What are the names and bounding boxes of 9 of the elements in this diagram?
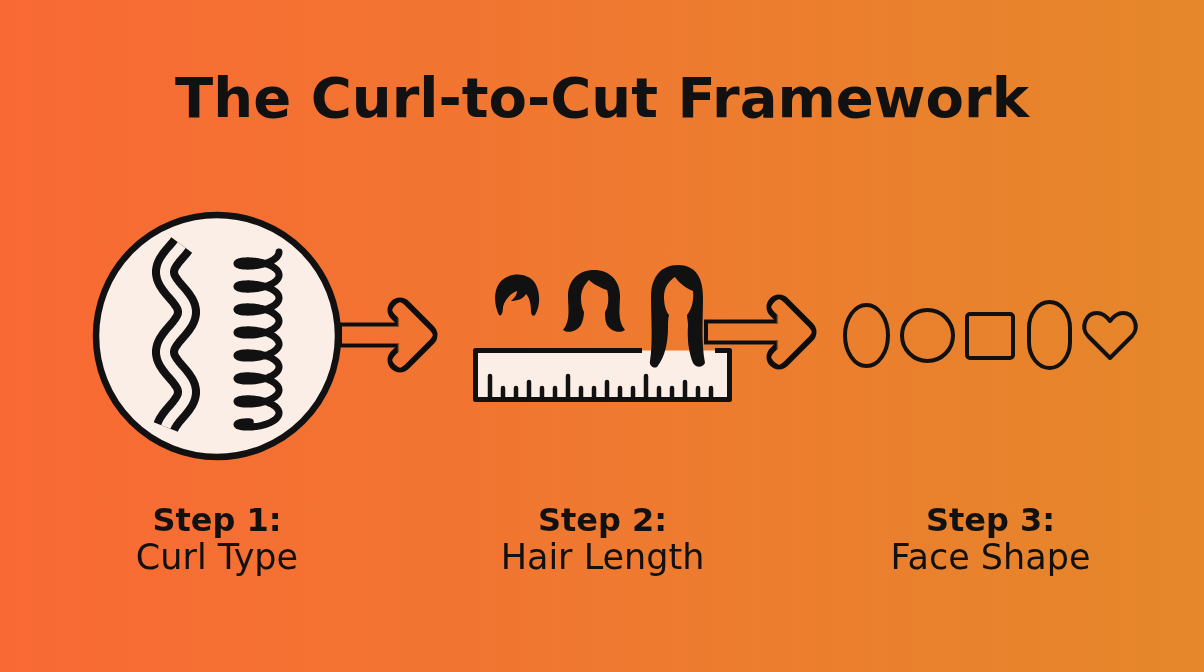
step-caption: Curl Type [135, 537, 299, 578]
step-caption: Face Shape [890, 537, 1091, 578]
title: The Curl-to-Cut Framework [175, 66, 1029, 130]
arrow [704, 294, 817, 370]
step-caption: Hair Length [500, 537, 705, 578]
step-heading: Step 1: [152, 501, 282, 539]
step-heading: Step 3: [925, 501, 1056, 539]
arrow [338, 297, 438, 373]
step-heading: Step 2: [537, 501, 668, 539]
